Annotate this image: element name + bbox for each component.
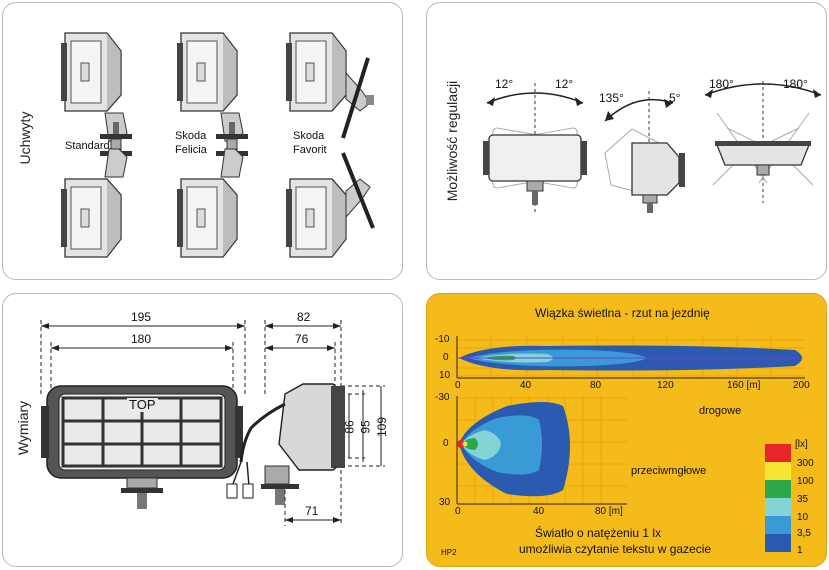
angle-label-pitch-fwd: 5°: [669, 91, 681, 105]
bottom-x-tick-0: 0: [455, 506, 461, 517]
adjust-panel: Możliwość regulacji: [426, 2, 827, 280]
note-line-2: umożliwia czytanie tekstu w gazecie: [519, 542, 712, 556]
top-x-tick-80: 80: [590, 380, 602, 391]
bottom-y-tick-30: 30: [439, 497, 451, 508]
mount-label-standard: Standard: [65, 140, 110, 152]
beam-drawing: [456, 336, 805, 552]
fog-beam-label: przeciwmgłowe: [631, 465, 707, 477]
bottom-x-tick-40: 40: [533, 506, 545, 517]
code-label: HP2: [441, 548, 457, 557]
legend-value-35: 35: [797, 494, 809, 505]
dim-front-195: 195: [131, 310, 152, 324]
dim-side-76: 76: [295, 332, 309, 346]
mounts-drawing: [60, 32, 375, 258]
top-y-tick-10: 10: [439, 370, 451, 381]
top-x-tick-40: 40: [520, 380, 532, 391]
dim-side-86: 86: [342, 420, 357, 434]
beam-panel: Wiązka świetlna - rzut na jezdnię -10 0 …: [426, 293, 827, 567]
angle-label-pitch-back: 135°: [599, 91, 624, 105]
top-x-tick-200: 200: [793, 380, 810, 391]
mount-label-favorit: Skoda Favorit: [293, 130, 327, 156]
bottom-x-tick-80: 80 [m]: [595, 506, 623, 517]
dim-front-180: 180: [131, 332, 152, 346]
angle-label-rot-left: 180°: [709, 77, 734, 91]
dims-drawing: [40, 320, 385, 526]
dim-side-95: 95: [358, 420, 373, 434]
legend-value-300: 300: [797, 458, 814, 469]
dim-side-82: 82: [297, 310, 311, 324]
adjust-drawing: [483, 81, 822, 213]
top-y-tick-minus10: -10: [435, 334, 450, 345]
legend-value-100: 100: [797, 476, 814, 487]
top-x-tick-0: 0: [455, 380, 461, 391]
bottom-y-tick-0: 0: [443, 438, 449, 449]
angle-label-rot-right: 180°: [783, 77, 808, 91]
legend-value-1: 1: [797, 545, 803, 556]
bottom-y-tick-minus30: -30: [435, 392, 450, 403]
dim-side-71: 71: [305, 504, 319, 518]
legend-value-3-5: 3,5: [797, 528, 811, 539]
dim-side-109: 109: [375, 416, 390, 438]
note-line-1: Światło o natężeniu 1 lx: [535, 526, 662, 540]
mounts-panel: Uchwyty: [2, 2, 403, 280]
top-marking: TOP: [127, 397, 158, 412]
mount-label-felicia: Skoda Felicia: [175, 130, 207, 156]
legend-title: [lx]: [795, 439, 808, 450]
driving-beam-label: drogowe: [699, 405, 742, 417]
top-y-tick-0: 0: [443, 352, 449, 363]
top-x-tick-120: 120: [657, 380, 674, 391]
beam-title: Wiązka świetlna - rzut na jezdnię: [535, 306, 710, 320]
top-x-tick-160: 160 [m]: [727, 380, 761, 391]
dims-panel: Wymiary: [2, 293, 403, 567]
legend-value-10: 10: [797, 512, 809, 523]
angle-label-yaw-right: 12°: [555, 77, 574, 91]
angle-label-yaw-left: 12°: [495, 77, 514, 91]
